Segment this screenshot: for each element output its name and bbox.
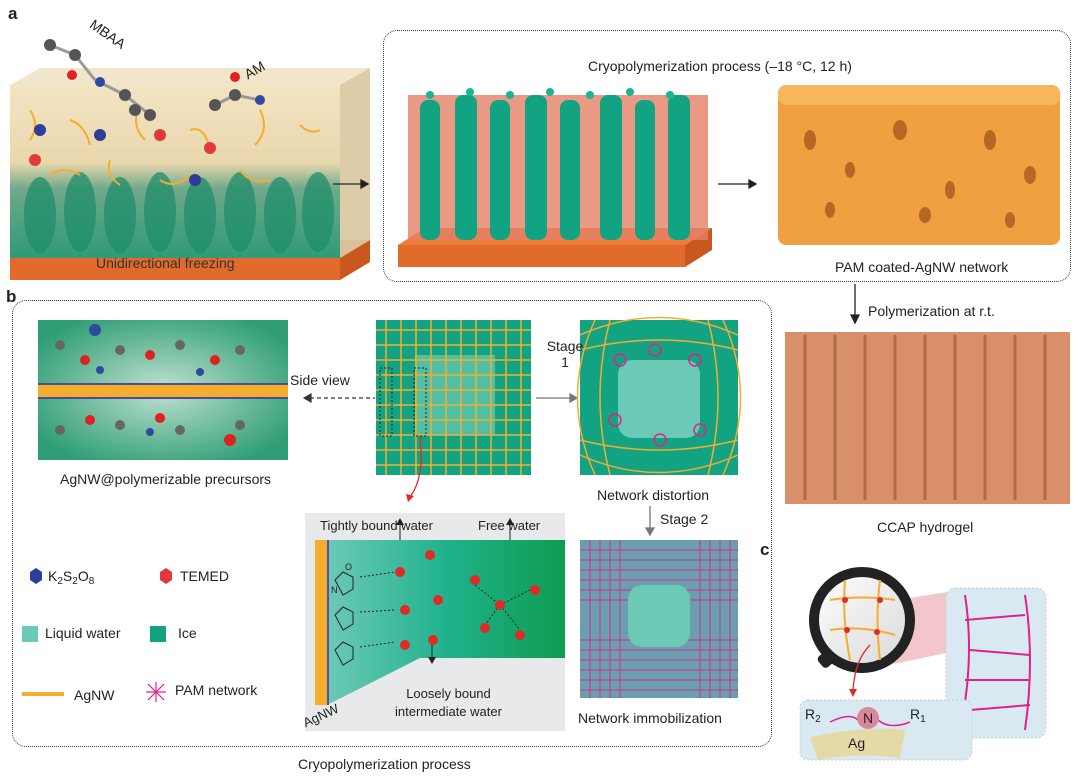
magnifier-illustration [799,567,1047,761]
temed-icon [160,568,172,584]
loosely-bound-line1: Loosely bound [406,686,491,701]
nitrogen-atom-label: N [331,585,338,595]
arrow-right-icon [333,178,861,325]
legend-k2s2o8: K2S2O8 [48,568,95,587]
legend-icons [22,568,172,702]
legend-liquid-water: Liquid water [45,625,121,641]
oxygen-atom-label: O [345,562,353,572]
water-states-illustration [305,513,565,731]
caption-b: Cryopolymerization process [298,756,471,772]
ice-swatch [150,626,166,642]
legend-temed: TEMED [180,568,229,584]
n-label: N [863,710,874,726]
stage1-label: Stage 1 [545,338,585,370]
pam-network-icon [146,682,166,702]
liquid-water-swatch [22,626,38,642]
cryopolymerization-box-b [12,300,772,747]
agnw-line-icon [22,692,64,696]
precursor-label: AgNW@polymerizable precursors [60,471,272,487]
network-label: PAM coated-AgNW network [835,259,1009,275]
polymerization-label: Polymerization at r.t. [868,303,995,319]
panel-label-b: b [6,287,17,306]
cryopolymerization-box-a [383,30,1071,282]
k2s2o8-icon [30,568,42,584]
r2-label: R2 [805,706,821,725]
ccap-hydrogel-illustration [785,332,1070,504]
legend-agnw: AgNW [74,687,115,703]
panel-label-c: c [760,540,770,559]
free-water-label: Free water [478,518,541,533]
distortion-label: Network distortion [597,487,710,503]
r1-label: R1 [910,706,926,725]
pam-agnw-network-illustration [778,85,1060,245]
legend-ice: Ice [178,625,197,641]
ice-pillars-illustration [398,88,712,267]
loosely-bound-line2: intermediate water [395,704,502,719]
side-view-illustration [38,320,288,460]
tightly-bound-label: Tightly bound water [320,518,433,533]
loosely-bound-label: Loosely bound intermediate water [395,685,502,721]
side-view-label: Side view [290,372,350,388]
network-immobilization-illustration [580,540,738,698]
agnw-ice-grid-illustration [376,320,531,475]
stage1-number: 1 [561,354,569,370]
stage2-label: Stage 2 [660,511,709,527]
legend-pam: PAM network [175,682,258,698]
ag-label: Ag [848,735,866,751]
panel-label-a: a [8,4,18,23]
stage1-word: Stage [546,338,584,354]
hydrogel-label: CCAP hydrogel [877,519,974,535]
freezing-block-illustration [10,39,370,280]
process-title: Cryopolymerization process (–18 °C, 12 h… [588,58,852,74]
freezing-label: Unidirectional freezing [96,255,235,271]
network-distortion-illustration [576,316,742,476]
immobilization-label: Network immobilization [578,710,722,726]
